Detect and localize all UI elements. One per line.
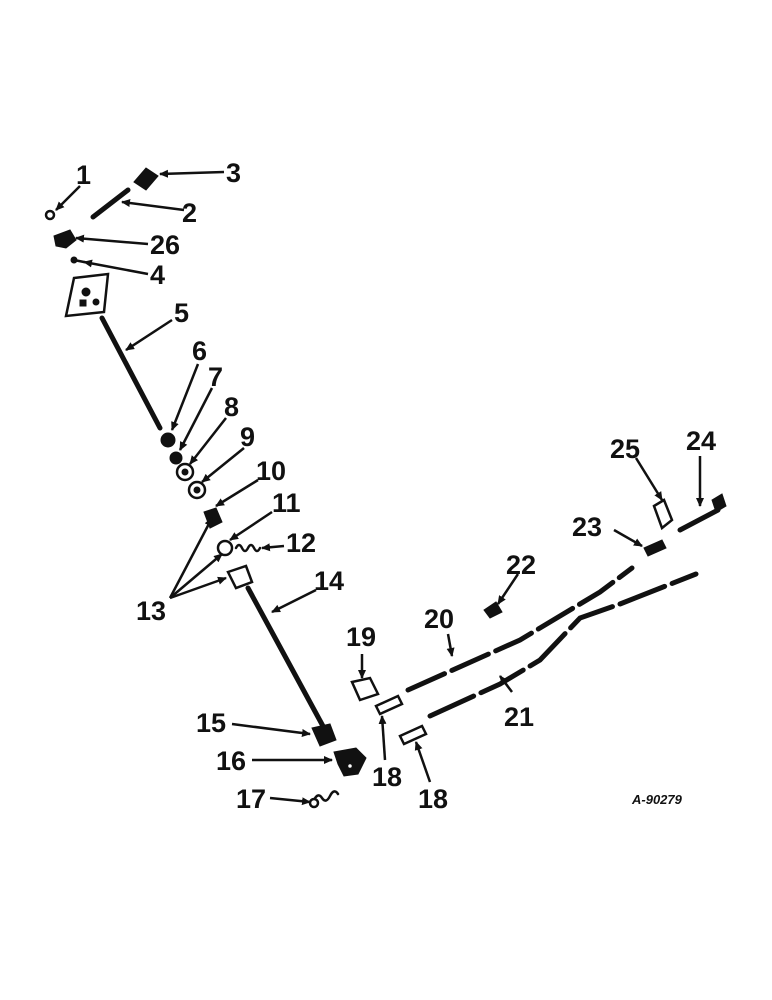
part-5-control-rod [99, 315, 163, 431]
callout-4: 4 [150, 260, 165, 290]
part-11-bushing [216, 539, 234, 557]
part-3-knob [133, 167, 159, 191]
callout-13: 13 [136, 596, 166, 626]
part-14-link-rod [245, 585, 327, 731]
callout-21: 21 [504, 702, 534, 732]
callout-14: 14 [314, 566, 344, 596]
callout-16: 16 [216, 746, 246, 776]
callout-6: 6 [192, 336, 207, 366]
callout-18-left: 18 [372, 762, 402, 792]
part-12-spring [234, 543, 262, 553]
part-17-spring [308, 790, 340, 809]
part-25-pin [652, 498, 674, 531]
part-lever-body [226, 564, 254, 590]
part-23-coupler [643, 539, 667, 557]
part-21-shift-rod [427, 571, 699, 719]
part-8-grommet [175, 462, 195, 482]
part-10-block [203, 507, 223, 529]
callout-15: 15 [196, 708, 226, 738]
part-26-bracket [53, 229, 77, 249]
callout-25: 25 [610, 434, 640, 464]
part-6-washer [160, 432, 176, 448]
callout-22: 22 [506, 550, 536, 580]
callout-26: 26 [150, 230, 180, 260]
callout-9: 9 [240, 422, 255, 452]
callout-12: 12 [286, 528, 316, 558]
part-16-bellcrank [333, 747, 367, 777]
callout-numbers: 1 2 3 26 4 5 6 7 8 9 10 11 12 13 14 15 1… [76, 158, 716, 814]
part-20-shift-rod [405, 565, 635, 693]
part-24-handle [677, 493, 727, 533]
part-9-grommet [187, 480, 207, 500]
callout-8: 8 [224, 392, 239, 422]
callout-5: 5 [174, 298, 189, 328]
callout-19: 19 [346, 622, 376, 652]
part-1-small-pin [44, 209, 56, 221]
drawing-code: A-90279 [631, 792, 683, 807]
callout-24: 24 [686, 426, 716, 456]
callout-11: 11 [272, 488, 301, 518]
part-18-coupler-left [374, 694, 404, 716]
part-19-sleeve [350, 676, 380, 702]
part-18-coupler-right [398, 724, 428, 746]
callout-1: 1 [76, 160, 91, 190]
part-2-short-rod [90, 187, 131, 220]
callout-17: 17 [236, 784, 266, 814]
callout-7: 7 [208, 362, 223, 392]
callout-10: 10 [256, 456, 286, 486]
part-15-clevis [311, 723, 337, 747]
callout-18-right: 18 [418, 784, 448, 814]
callout-3: 3 [226, 158, 241, 188]
part-plate-assembly [64, 272, 110, 318]
leader-lines [55, 169, 704, 806]
callout-2: 2 [182, 198, 197, 228]
part-22-clip [483, 601, 503, 619]
part-4-screw [70, 256, 86, 264]
callout-23: 23 [572, 512, 602, 542]
callout-20: 20 [424, 604, 454, 634]
part-7-nut [169, 451, 183, 465]
